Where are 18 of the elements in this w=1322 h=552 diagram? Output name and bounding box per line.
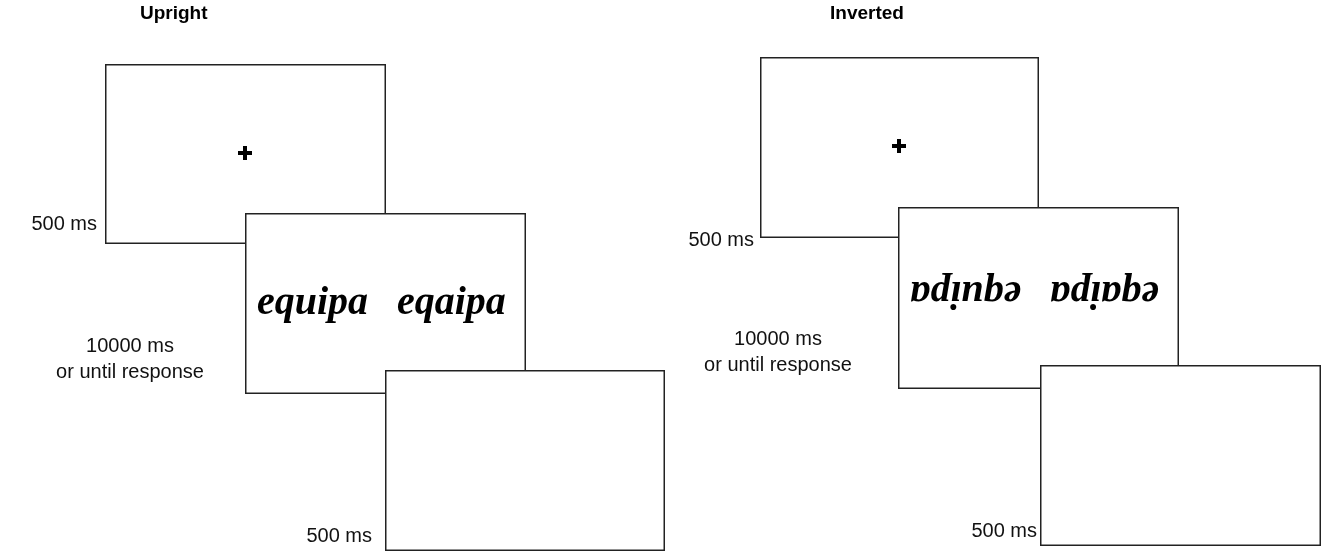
word: eqaipa <box>397 281 506 321</box>
word: equipa <box>257 281 369 321</box>
duration-label: 500 ms <box>687 227 754 252</box>
inverted-word: equipa <box>910 275 1022 315</box>
fixation-screen <box>760 57 1039 238</box>
duration-label: 500 ms <box>30 211 97 236</box>
blank-screen <box>1040 365 1321 546</box>
stimulus-screen <box>898 207 1179 389</box>
fixation-screen <box>105 64 386 244</box>
duration-label: 10000 ms or until response <box>55 333 205 384</box>
panel-title: Inverted <box>830 2 904 24</box>
stimulus-screen <box>245 213 526 394</box>
duration-label: 500 ms <box>970 518 1037 543</box>
panel-title: Upright <box>140 2 208 24</box>
duration-label: 500 ms <box>305 523 372 548</box>
duration-label: 10000 ms or until response <box>703 326 853 377</box>
inverted-word: eqaipa <box>1050 275 1159 315</box>
blank-screen <box>385 370 665 551</box>
